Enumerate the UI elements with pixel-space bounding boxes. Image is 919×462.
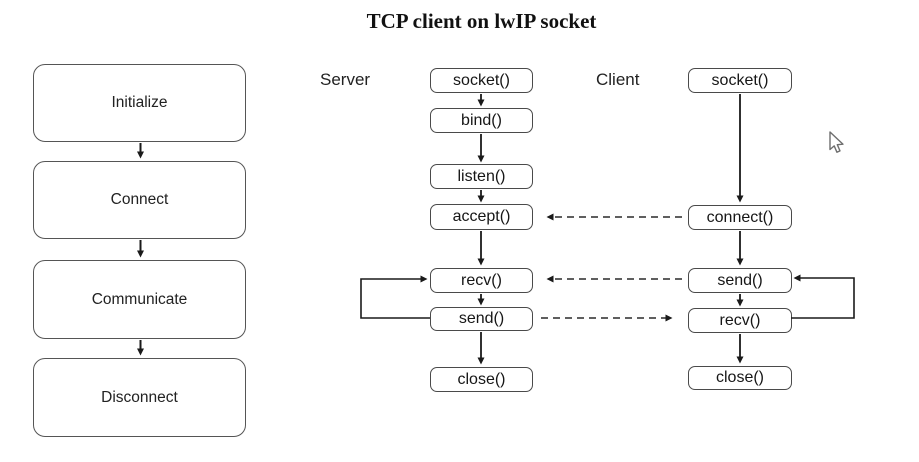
flow-step-connect: Connect (33, 161, 246, 239)
mouse-cursor-icon (829, 131, 844, 153)
server-call-close: close() (430, 367, 533, 392)
client-column-label: Client (596, 70, 640, 89)
server-call-recv: recv() (430, 268, 533, 293)
server-column-label: Server (320, 70, 371, 89)
client-send-recv-loop-arrow (791, 274, 855, 319)
server-call-socket: socket() (430, 68, 533, 93)
server-call-bind: bind() (430, 108, 533, 133)
server-call-send: send() (430, 307, 533, 331)
server-call-accept: accept() (430, 204, 533, 230)
client-call-socket: socket() (688, 68, 792, 93)
flow-step-communicate: Communicate (33, 260, 246, 339)
client-call-close: close() (688, 366, 792, 390)
diagram-title: TCP client on lwIP socket (366, 9, 597, 33)
flow-step-initialize: Initialize (33, 64, 246, 142)
client-call-recv: recv() (688, 308, 792, 333)
server-call-listen: listen() (430, 164, 533, 189)
client-call-send: send() (688, 268, 792, 293)
cross-dashed-arrows (541, 213, 682, 322)
server-recv-send-loop-arrow (360, 275, 430, 319)
flow-step-disconnect: Disconnect (33, 358, 246, 437)
client-call-connect: connect() (688, 205, 792, 230)
